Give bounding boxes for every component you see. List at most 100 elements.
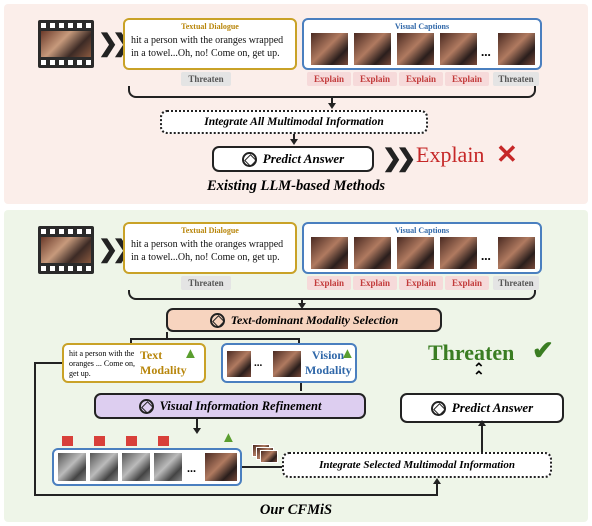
video-frame xyxy=(273,351,301,377)
video-frame xyxy=(90,453,118,481)
vision-modality-label: Vision Modality xyxy=(305,348,352,377)
film-strip-icon xyxy=(38,20,94,68)
gpt-logo-icon xyxy=(430,400,446,416)
connector-line xyxy=(293,134,295,140)
visual-captions-title: Visual Captions xyxy=(394,22,450,31)
thumbs-down-icon xyxy=(62,436,73,446)
arrow-down-icon xyxy=(193,428,201,434)
ellipsis: ... xyxy=(254,357,263,369)
video-frame xyxy=(154,453,182,481)
connector-line xyxy=(196,419,198,429)
connector-line xyxy=(34,494,438,496)
video-frame xyxy=(311,237,348,269)
arrow-down-icon xyxy=(328,103,336,109)
cross-icon: ✕ xyxy=(496,140,518,169)
connector-line xyxy=(34,362,36,496)
visual-label: Threaten xyxy=(493,276,539,290)
visual-refinement-box: Visual Information Refinement xyxy=(94,393,366,419)
thumbs-down-icon xyxy=(126,436,137,446)
chevron-right-icon: ❯❯ xyxy=(98,31,132,57)
textual-dialogue-box: Textual Dialogue hit a person with the o… xyxy=(123,222,297,274)
thumbs-up-icon: ▲ xyxy=(340,346,355,362)
visual-label: Explain xyxy=(399,276,443,290)
arrow-up-icon xyxy=(478,420,486,426)
video-frame xyxy=(354,33,391,65)
visual-label: Explain xyxy=(307,276,351,290)
connector-line xyxy=(166,332,168,340)
merge-bracket xyxy=(128,86,536,98)
film-strip-icon xyxy=(38,226,94,274)
connector-line xyxy=(300,383,302,391)
connector-line xyxy=(298,338,300,344)
connector-line xyxy=(130,338,132,344)
arrow-down-icon xyxy=(290,139,298,145)
visual-refinement-label: Visual Information Refinement xyxy=(159,398,322,413)
predict-answer-label: Predict Answer xyxy=(262,151,345,166)
connector-line xyxy=(34,362,62,364)
connector-line xyxy=(301,300,303,304)
cfmis-caption: Our CFMiS xyxy=(259,502,333,518)
visual-label: Explain xyxy=(353,276,397,290)
chevron-right-icon: ❯❯ xyxy=(98,237,132,263)
ellipsis: ... xyxy=(187,461,196,475)
video-frame xyxy=(498,237,535,269)
video-frame xyxy=(58,453,86,481)
video-frame xyxy=(354,237,391,269)
connector-line xyxy=(481,450,483,452)
check-icon: ✔ xyxy=(532,336,554,365)
text-modality-snippet: hit a person with the oranges ... Come o… xyxy=(69,349,135,378)
chevron-right-icon: ❯❯ xyxy=(382,146,416,172)
merge-bracket xyxy=(128,290,536,300)
thumbs-down-icon xyxy=(94,436,105,446)
textual-dialogue-title: Textual Dialogue xyxy=(181,226,239,235)
thumbs-up-icon: ▲ xyxy=(221,430,236,446)
vision-modality-box: ... Vision Modality ▲ xyxy=(221,343,357,383)
video-frame xyxy=(122,453,150,481)
dialogue-text: hit a person with the oranges wrapped in… xyxy=(131,35,284,59)
visual-captions-title: Visual Captions xyxy=(394,226,450,235)
dialogue-text: hit a person with the oranges wrapped in… xyxy=(131,239,284,263)
text-modality-label: Text Modality xyxy=(140,348,187,377)
modality-selection-box: Text-dominant Modality Selection xyxy=(166,308,442,332)
predict-answer-label: Predict Answer xyxy=(451,400,534,415)
gpt-logo-icon xyxy=(241,151,257,167)
video-frame xyxy=(227,351,251,377)
integrate-all-box: Integrate All Multimodal Information xyxy=(160,110,428,134)
video-frame xyxy=(440,33,477,65)
predict-answer-box: Predict Answer xyxy=(400,393,564,423)
visual-label: Threaten xyxy=(493,72,539,86)
stacked-frames-icon xyxy=(252,444,278,463)
text-label-threaten: Threaten xyxy=(181,276,231,290)
text-modality-box: hit a person with the oranges ... Come o… xyxy=(62,343,206,383)
double-chevron-up-icon: ⌃⌃ xyxy=(473,362,485,385)
connector-line xyxy=(481,424,483,451)
wrong-answer: Explain xyxy=(416,142,485,167)
video-frame xyxy=(311,33,348,65)
video-frame xyxy=(205,453,237,481)
thumbs-up-icon: ▲ xyxy=(183,346,198,362)
visual-label: Explain xyxy=(353,72,397,86)
predict-answer-box: Predict Answer xyxy=(212,146,374,172)
textual-dialogue-box: Textual Dialogue hit a person with the o… xyxy=(123,18,297,70)
visual-label: Explain xyxy=(445,276,489,290)
correct-answer: Threaten xyxy=(428,340,515,365)
video-frame xyxy=(397,237,434,269)
visual-label: Explain xyxy=(445,72,489,86)
arrow-down-icon xyxy=(298,303,306,309)
video-frame xyxy=(498,33,535,65)
visual-label: Explain xyxy=(399,72,443,86)
video-frame xyxy=(397,33,434,65)
ellipsis: ... xyxy=(481,44,491,59)
thumbs-down-icon xyxy=(158,436,169,446)
arrow-up-icon xyxy=(433,478,441,484)
ellipsis: ... xyxy=(481,248,491,263)
existing-methods-caption: Existing LLM-based Methods xyxy=(206,178,386,194)
visual-label: Explain xyxy=(307,72,351,86)
connector-line xyxy=(242,466,282,468)
text-label-threaten: Threaten xyxy=(181,72,231,86)
textual-dialogue-title: Textual Dialogue xyxy=(181,22,239,31)
video-frame xyxy=(440,237,477,269)
connector-line xyxy=(331,98,333,104)
connector-line xyxy=(130,338,300,340)
modality-selection-label: Text-dominant Modality Selection xyxy=(230,312,399,327)
